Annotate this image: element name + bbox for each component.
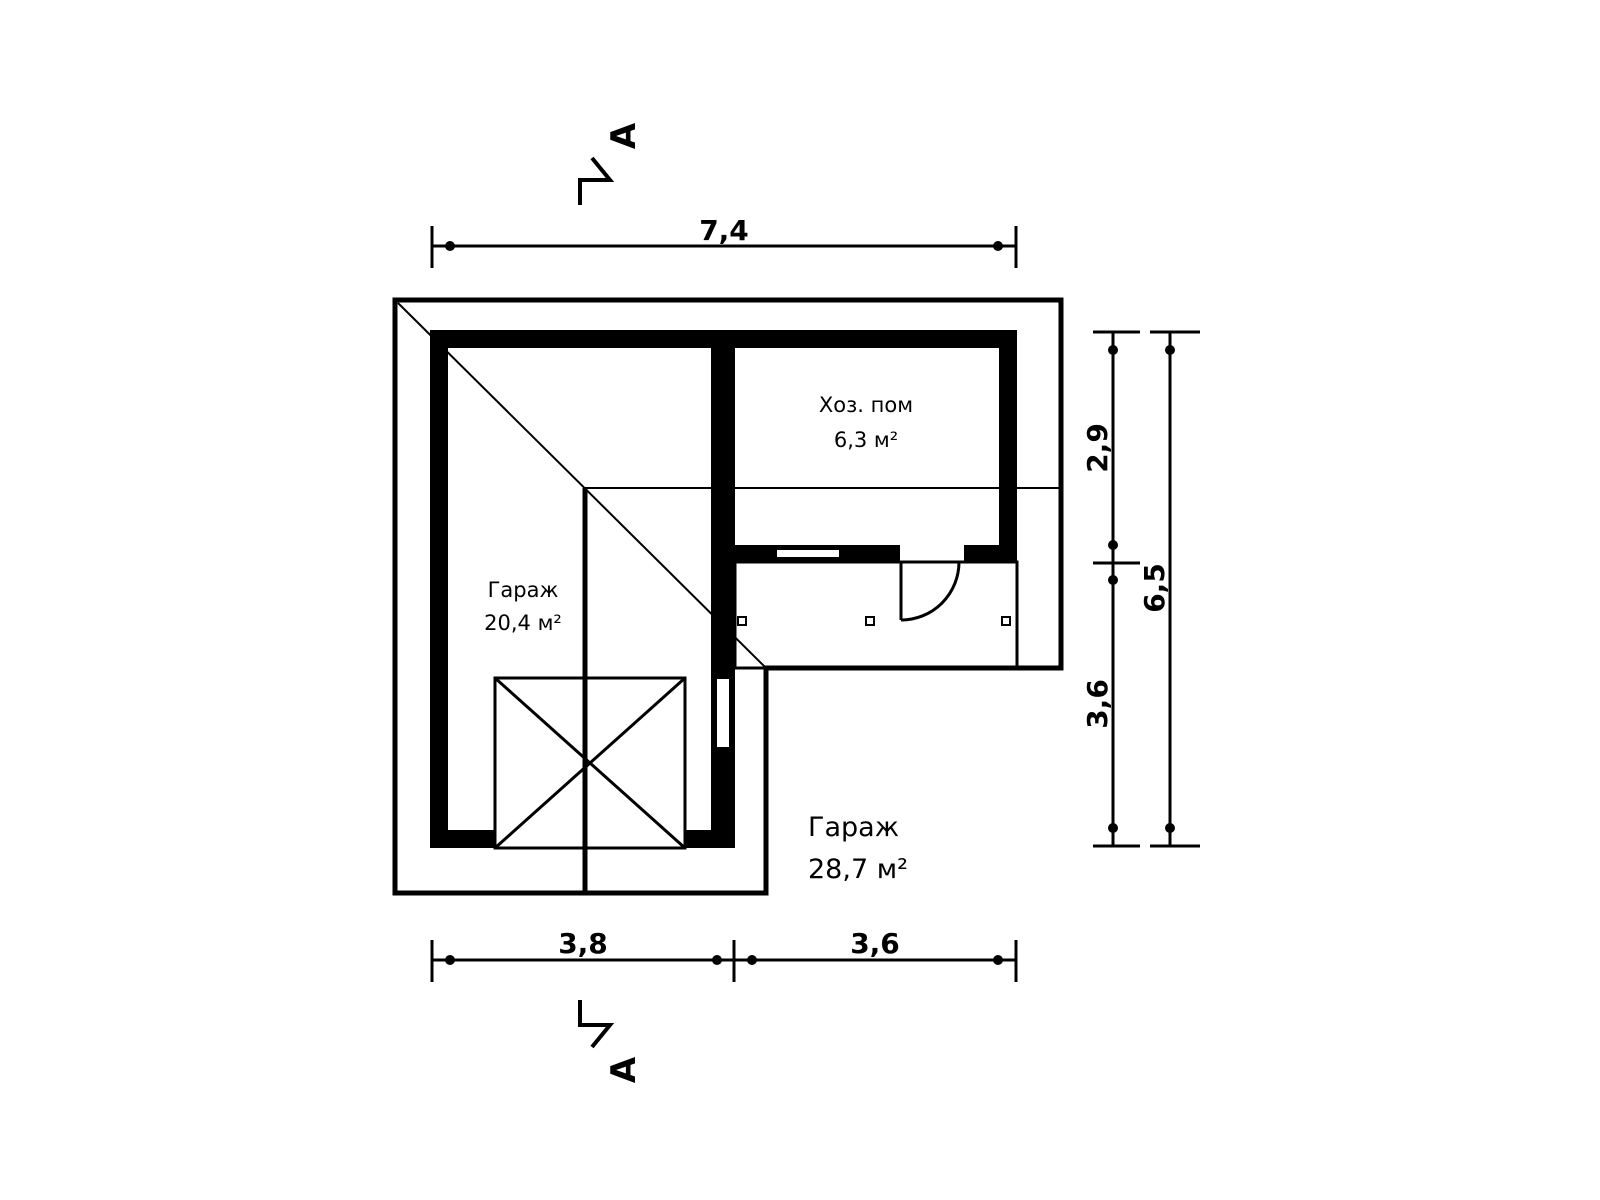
roof-ridge [397, 302, 767, 669]
window-storage [775, 548, 841, 559]
room-garage-outer-area: 28,7 м² [808, 854, 908, 885]
wall-left [430, 330, 448, 848]
door-gap [900, 544, 964, 563]
room-storage-area: 6,3 м² [834, 428, 898, 452]
post-1 [737, 616, 747, 626]
window-partition [715, 677, 731, 749]
wall-storage-right [999, 330, 1017, 562]
dim-overall-width: 7,4 [699, 214, 749, 247]
wall-partition [711, 330, 735, 848]
dim-bottom-right: 3,6 [850, 927, 900, 960]
section-label-bottom: A [604, 1056, 644, 1083]
gate-pit [493, 676, 687, 850]
dim-bottom-left: 3,8 [558, 927, 608, 960]
room-garage-outer-name: Гараж [808, 812, 899, 843]
door-swing [900, 561, 961, 622]
section-mark-top [578, 156, 615, 205]
gate-cross-2 [493, 676, 687, 850]
section-label-top: A [604, 122, 644, 149]
canopy [733, 560, 1019, 670]
room-storage-name: Хоз. пом [819, 393, 913, 417]
dimension-bottom [430, 940, 1018, 982]
dim-right-bottom: 3,6 [1081, 679, 1114, 729]
post-2 [865, 616, 875, 626]
dim-right-overall: 6,5 [1138, 563, 1171, 613]
section-mark-bottom [578, 1000, 615, 1049]
dimension-right [1093, 330, 1200, 848]
wall-bottom-left [430, 830, 495, 848]
dim-right-top: 2,9 [1081, 423, 1114, 473]
room-garage-inner-name: Гараж [488, 578, 559, 602]
post-3 [1001, 616, 1011, 626]
dimension-top [430, 226, 1018, 268]
room-garage-inner-area: 20,4 м² [484, 611, 562, 635]
